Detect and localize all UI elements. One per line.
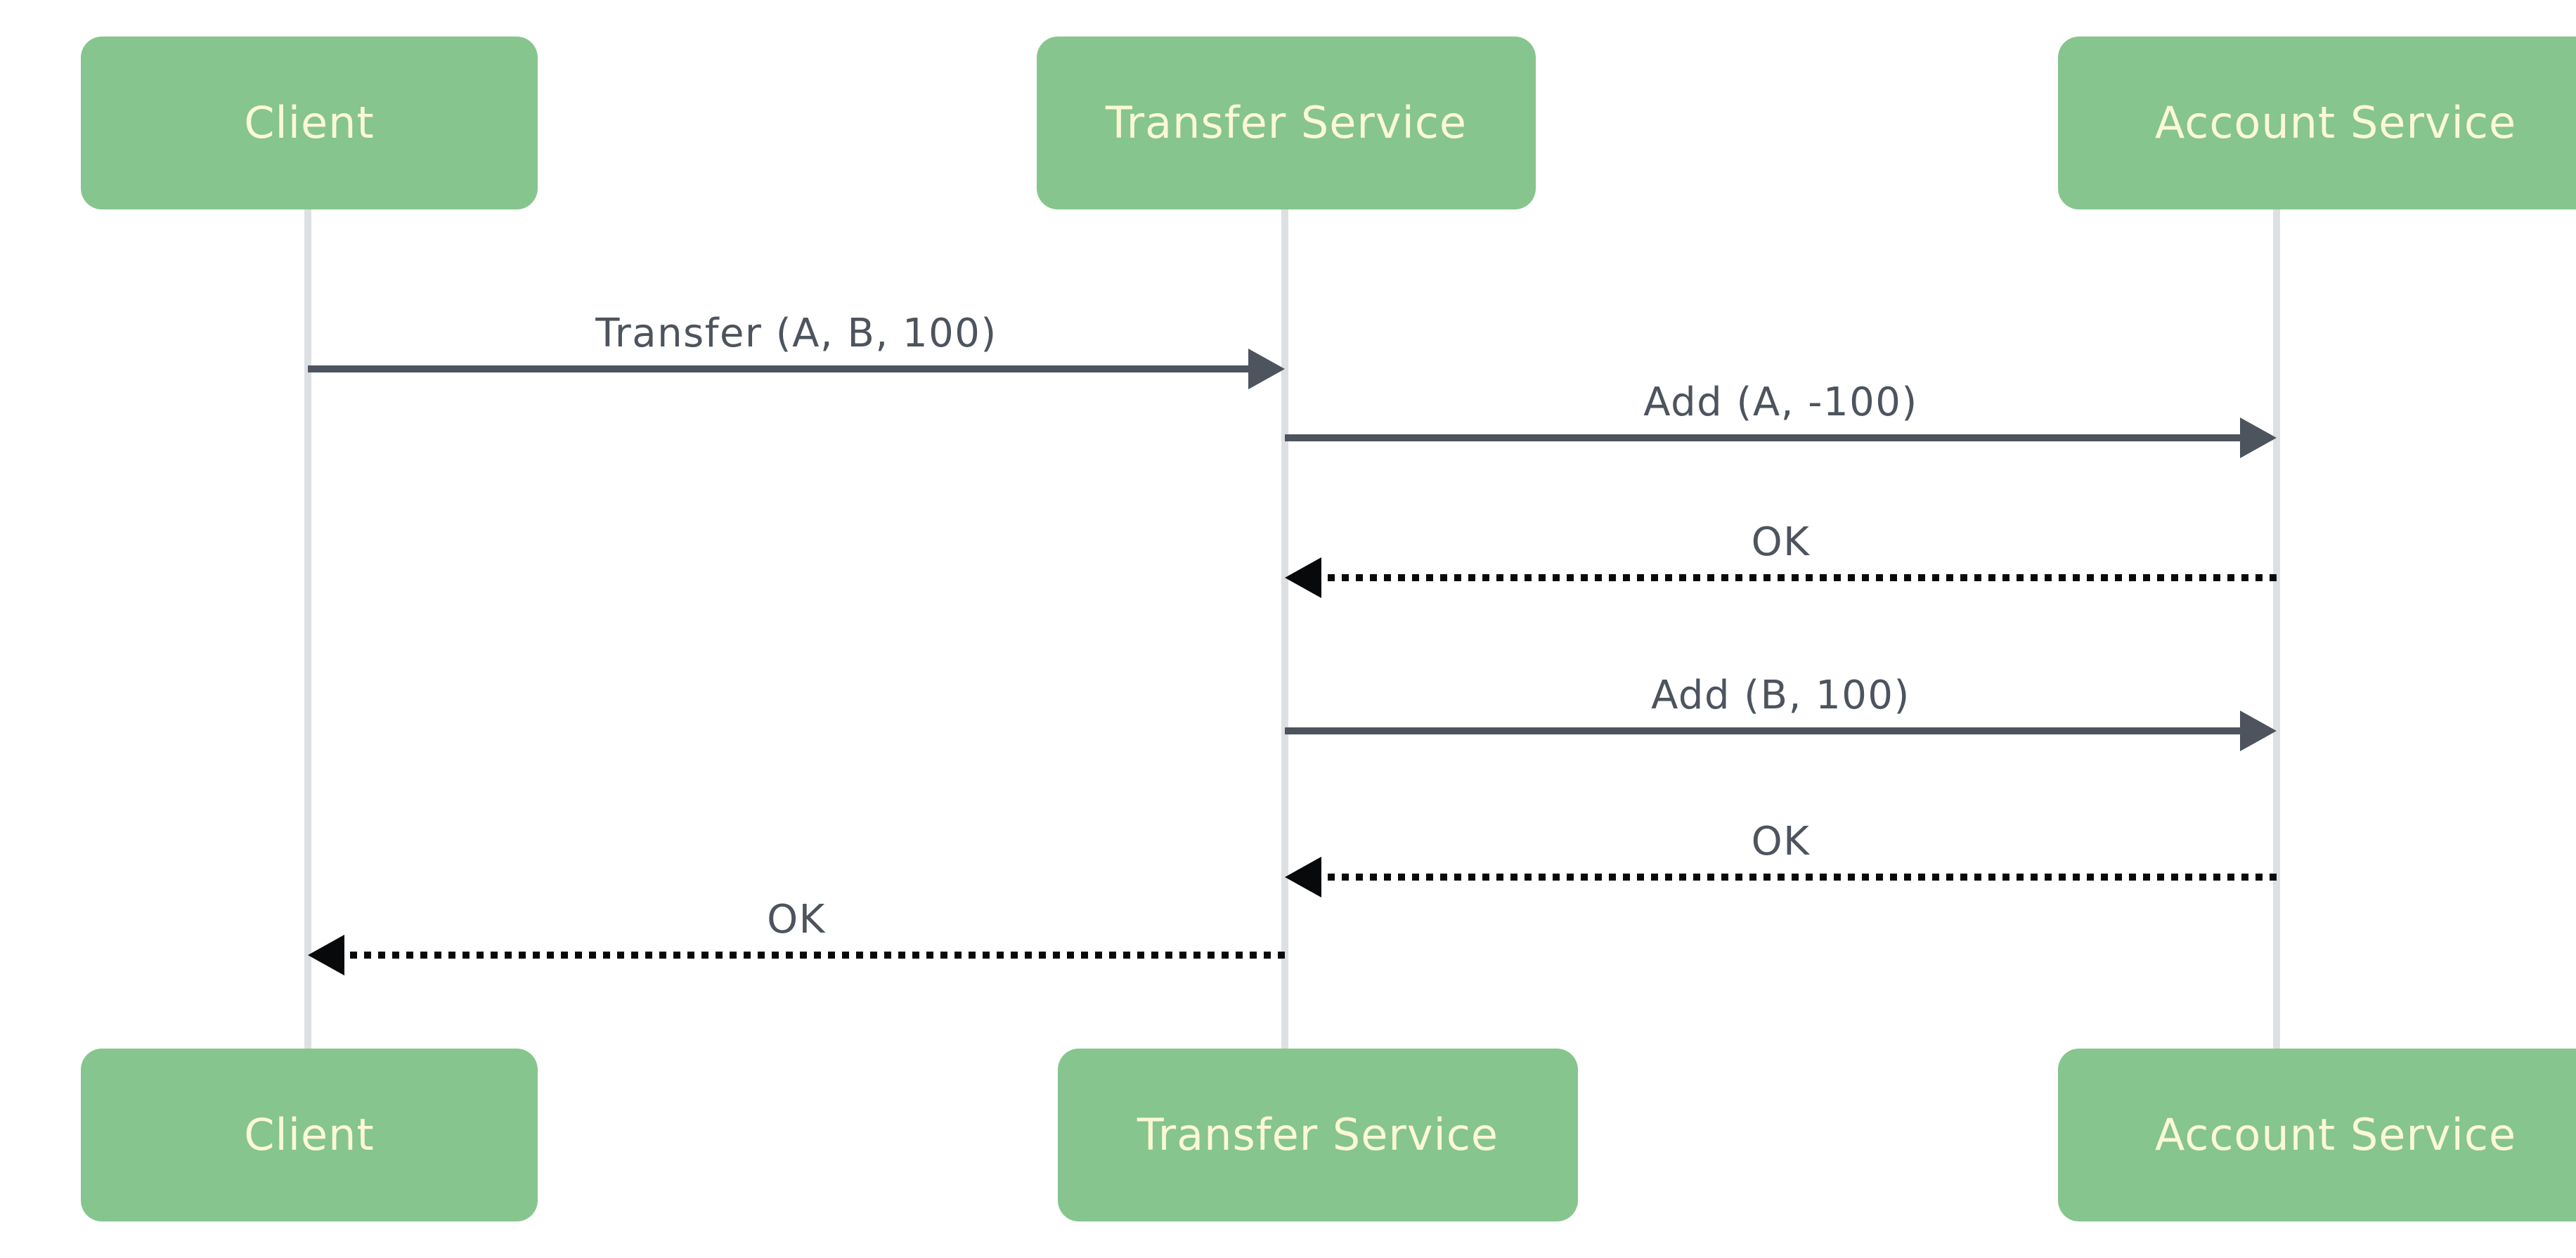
- message-label-6: OK: [767, 897, 826, 942]
- participant-box-account-service-top[interactable]: [2058, 37, 2576, 209]
- participant-label-transfer-service-bottom: Transfer Service: [1137, 1109, 1499, 1160]
- message-label-2: Add (A, -100): [1643, 380, 1917, 425]
- participant-label-client-bottom: Client: [244, 1109, 375, 1160]
- message-label-3: OK: [1752, 519, 1811, 565]
- participant-client-bottom[interactable]: Client: [81, 1049, 538, 1221]
- arrowhead-5: [1285, 857, 1321, 897]
- arrowhead-3: [1285, 557, 1321, 598]
- participant-box-transfer-service-bottom[interactable]: [1058, 1049, 1578, 1221]
- arrowhead-1: [1248, 349, 1285, 389]
- messages-layer: Transfer (A, B, 100) Add (A, -100) OK Add (…: [308, 311, 2277, 975]
- arrowhead-4: [2240, 711, 2277, 751]
- participant-box-account-service-bottom[interactable]: [2058, 1049, 2576, 1221]
- participant-box-client-bottom[interactable]: [81, 1049, 538, 1221]
- arrowhead-6: [308, 935, 344, 975]
- message-5-account-service-to-transfer-service[interactable]: OK: [1285, 819, 2277, 897]
- message-4-transfer-service-to-account-service[interactable]: Add (B, 100): [1285, 673, 2277, 751]
- message-2-transfer-service-to-account-service[interactable]: Add (A, -100): [1285, 380, 2277, 458]
- message-6-transfer-service-to-client[interactable]: OK: [308, 897, 1285, 975]
- participant-box-client-top[interactable]: [81, 37, 538, 209]
- lifelines-layer: [304, 209, 2280, 1049]
- message-label-5: OK: [1752, 819, 1811, 864]
- arrowhead-2: [2240, 417, 2277, 458]
- participant-box-transfer-service-top[interactable]: [1037, 37, 1536, 209]
- participant-transfer-service-top[interactable]: Transfer Service: [1037, 37, 1536, 209]
- message-label-1: Transfer (A, B, 100): [595, 311, 997, 356]
- message-1-client-to-transfer-service[interactable]: Transfer (A, B, 100): [308, 311, 1285, 389]
- participant-account-service-bottom[interactable]: Account Service: [2058, 1049, 2576, 1221]
- participant-label-account-service-top: Account Service: [2155, 97, 2516, 148]
- participant-label-account-service-bottom: Account Service: [2155, 1109, 2516, 1160]
- participant-account-service-top[interactable]: Account Service: [2058, 37, 2576, 209]
- participant-label-client-top: Client: [244, 97, 375, 148]
- participant-label-transfer-service-top: Transfer Service: [1105, 97, 1467, 148]
- message-3-account-service-to-transfer-service[interactable]: OK: [1285, 519, 2277, 598]
- message-label-4: Add (B, 100): [1651, 673, 1910, 718]
- participant-transfer-service-bottom[interactable]: Transfer Service: [1058, 1049, 1578, 1221]
- participant-client-top[interactable]: Client: [81, 37, 538, 209]
